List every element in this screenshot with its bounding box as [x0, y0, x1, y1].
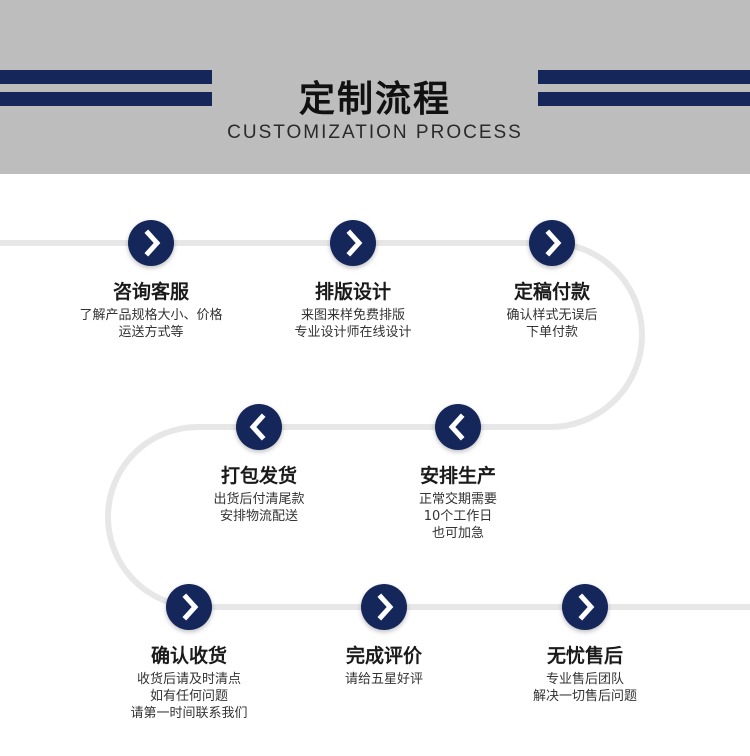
step-description: 出货后付清尾款安排物流配送: [149, 491, 369, 525]
step-description-line: 下单付款: [525, 325, 578, 340]
step-description-line: 解决一切售后问题: [532, 689, 637, 704]
step-description-line: 安排物流配送: [219, 509, 298, 524]
step-description-line: 确认样式无误后: [506, 308, 598, 323]
chevron-right-icon: [346, 229, 363, 257]
step-description-line: 来图来样免费排版: [300, 308, 405, 323]
step-title: 完成评价: [345, 645, 422, 667]
step-title: 打包发货: [220, 465, 297, 487]
page-subtitle: CUSTOMIZATION PROCESS: [227, 122, 523, 143]
step-description-line: 出货后付清尾款: [213, 492, 305, 507]
chevron-right-icon: [578, 593, 595, 621]
step-circle: [562, 584, 608, 630]
step-title: 安排生产: [419, 465, 496, 487]
step-circle: [361, 584, 407, 630]
step-description-line: 专业设计师在线设计: [294, 325, 412, 340]
step-title: 定稿付款: [513, 281, 590, 303]
chevron-left-icon: [448, 413, 465, 441]
chevron-right-icon: [144, 229, 161, 257]
step-description: 收货后请及时清点如有任何问题请第一时间联系我们: [79, 671, 299, 722]
step-title: 确认收货: [150, 645, 227, 667]
step-circle: [435, 404, 481, 450]
step-description-line: 正常交期需要: [418, 492, 497, 507]
step-description-line: 如有任何问题: [149, 689, 228, 704]
step-description: 正常交期需要 10个工作日也可加急: [348, 491, 568, 542]
step-description-line: 收货后请及时清点: [136, 672, 241, 687]
step-circle: [166, 584, 212, 630]
step-description-line: 10个工作日: [423, 509, 493, 524]
step-title: 咨询客服: [112, 281, 189, 303]
step-circle: [529, 220, 575, 266]
stripe: [0, 70, 212, 84]
chevron-left-icon: [249, 413, 266, 441]
step-description: 专业售后团队解决一切售后问题: [475, 671, 695, 705]
step-description: 请给五星好评: [274, 671, 494, 688]
header-banner: 定制流程 CUSTOMIZATION PROCESS: [0, 0, 750, 174]
right-stripes-decoration: [538, 70, 750, 106]
step-description-line: 运送方式等: [118, 325, 184, 340]
stripe: [538, 70, 750, 84]
step-circle: [330, 220, 376, 266]
stripe: [0, 92, 212, 106]
chevron-right-icon: [377, 593, 394, 621]
left-stripes-decoration: [0, 70, 212, 106]
step-description-line: 了解产品规格大小、价格: [79, 308, 223, 323]
process-path-line: [0, 240, 750, 610]
step-description-line: 请第一时间联系我们: [130, 706, 248, 721]
step-title: 无忧售后: [546, 645, 623, 667]
step-circle: [128, 220, 174, 266]
step-circle: [236, 404, 282, 450]
page-title: 定制流程: [298, 79, 451, 120]
step-description: 来图来样免费排版专业设计师在线设计: [243, 307, 463, 341]
step-title: 排版设计: [314, 281, 391, 303]
stripe: [538, 92, 750, 106]
chevron-right-icon: [182, 593, 199, 621]
chevron-right-icon: [545, 229, 562, 257]
step-description-line: 也可加急: [431, 526, 484, 541]
step-description-line: 请给五星好评: [344, 672, 423, 687]
step-description-line: 专业售后团队: [545, 672, 624, 687]
step-description: 确认样式无误后下单付款: [442, 307, 662, 341]
step-description: 了解产品规格大小、价格运送方式等: [41, 307, 261, 341]
